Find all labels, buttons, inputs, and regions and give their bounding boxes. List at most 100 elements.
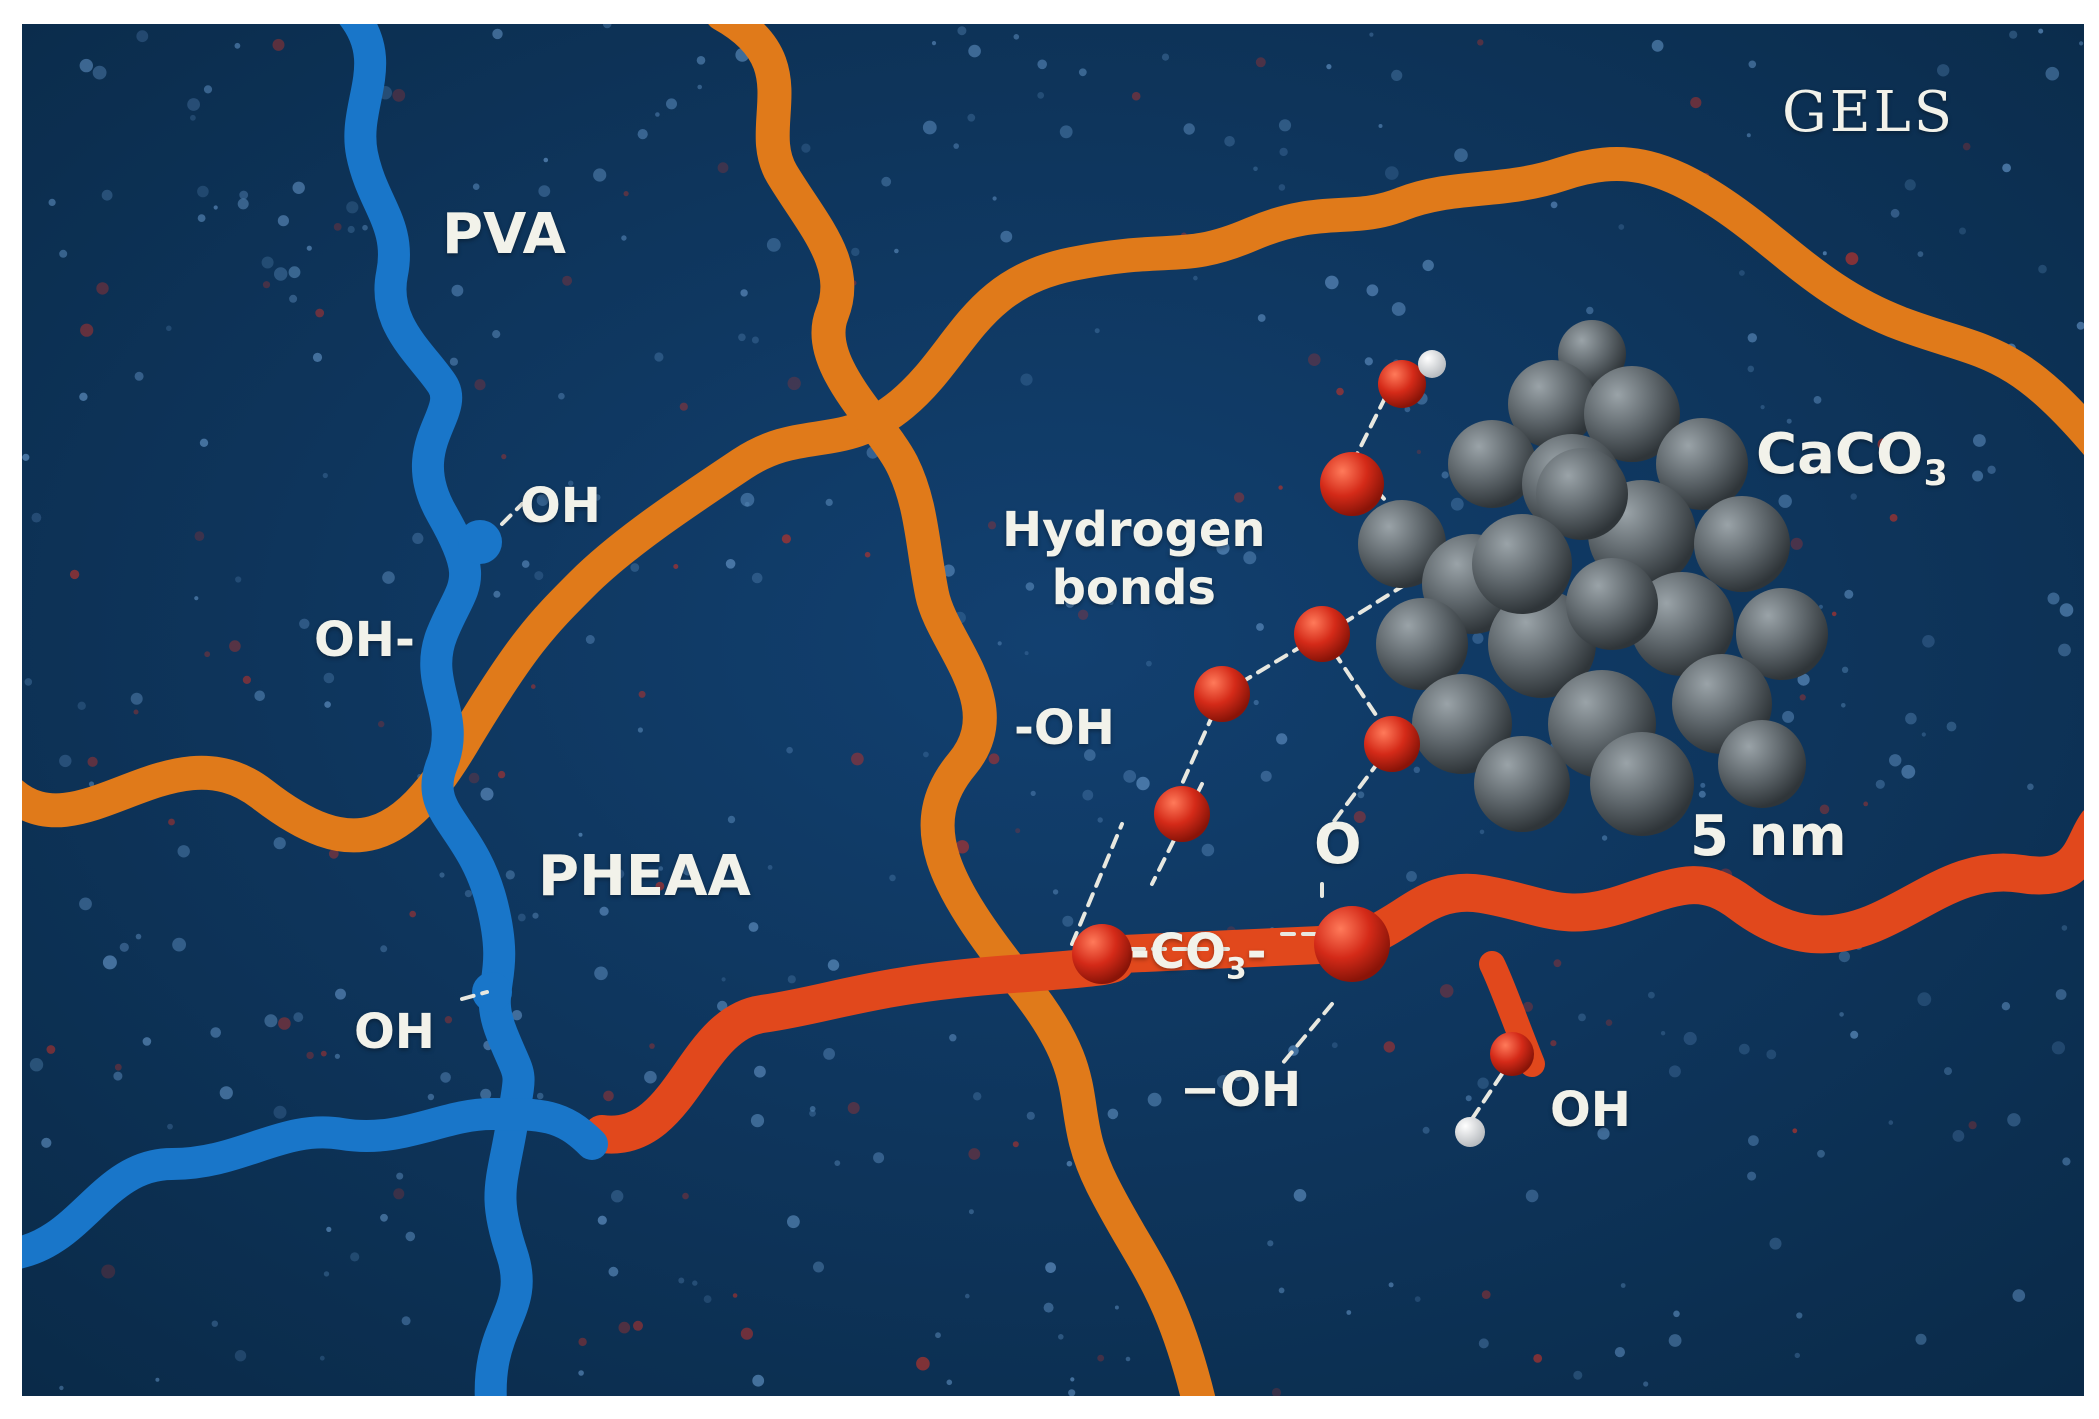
red-particle <box>1353 811 1366 823</box>
blue-particle <box>1700 782 1706 788</box>
blue-particle <box>1946 721 1957 732</box>
red-particle <box>333 223 342 231</box>
caco3-sphere <box>1566 558 1658 650</box>
blue-particle <box>1778 494 1792 508</box>
blue-particle <box>88 781 95 787</box>
oxygen-atom <box>1378 360 1426 408</box>
blue-particle <box>997 641 1002 646</box>
diagram-canvas <box>22 24 2084 1396</box>
blue-particle <box>2047 592 2060 605</box>
blue-particle <box>692 1280 698 1286</box>
blue-particle <box>786 746 793 754</box>
blue-particle <box>1573 1370 1583 1380</box>
blue-particle <box>2002 163 2011 173</box>
blue-particle <box>1107 1108 1119 1120</box>
blue-particle <box>380 1213 388 1222</box>
blue-particle <box>194 596 199 601</box>
caco3-sphere <box>1590 732 1694 836</box>
blue-particle <box>740 492 755 507</box>
blue-particle <box>597 1215 607 1225</box>
red-particle <box>1690 97 1702 109</box>
blue-particle <box>1746 133 1751 138</box>
blue-particle <box>464 890 472 898</box>
blue-particle <box>1477 1077 1489 1089</box>
solvent-particles <box>22 24 2084 1396</box>
caco3-nanoparticle <box>1358 320 1828 836</box>
blue-particle <box>1193 275 1198 281</box>
blue-particle <box>1917 251 1924 257</box>
pva-hydroxyl-lower: OH <box>354 1004 435 1060</box>
blue-particle <box>1020 373 1033 386</box>
blue-particle <box>2079 41 2084 46</box>
blue-particle <box>59 1385 64 1391</box>
blue-particle <box>946 1379 953 1386</box>
co3-group-label: -CO3- <box>1130 924 1267 986</box>
blue-particle <box>102 955 117 970</box>
blue-particle <box>678 1277 685 1284</box>
blue-particle <box>725 559 736 569</box>
blue-particle <box>211 1320 218 1327</box>
blue-particle <box>1331 1042 1338 1049</box>
red-particle <box>409 910 417 918</box>
caco3-sphere <box>1656 418 1748 510</box>
red-particle <box>787 376 801 391</box>
blue-particle <box>1738 1043 1750 1055</box>
caco3-sphere <box>1736 588 1828 680</box>
blue-particle <box>1216 1075 1231 1089</box>
blue-particle <box>1973 434 1986 447</box>
blue-particle <box>621 235 627 241</box>
red-particle <box>69 569 80 580</box>
scale-label: 5 nm <box>1690 804 1847 869</box>
blue-particle <box>1267 1240 1274 1247</box>
blue-particle <box>517 913 526 922</box>
red-particle <box>679 402 688 411</box>
blue-particle <box>602 24 612 29</box>
blue-particle <box>79 392 88 401</box>
blue-particle <box>1084 749 1096 761</box>
blue-particle <box>1668 1334 1682 1347</box>
blue-particle <box>24 678 33 686</box>
caco3-sphere <box>1718 720 1806 808</box>
red-particle <box>194 531 205 541</box>
blue-particle <box>1660 1031 1666 1036</box>
blue-particle <box>658 866 664 871</box>
red-particle <box>1550 1040 1557 1047</box>
blue-particle <box>1478 1338 1489 1349</box>
oxygen-atom <box>1154 786 1210 842</box>
blue-particle <box>1123 770 1137 783</box>
blue-particle <box>1921 732 1926 737</box>
caco3-subscript: 3 <box>1923 454 1948 495</box>
blue-particle <box>1748 60 1757 69</box>
blue-particle <box>213 205 218 210</box>
red-particle <box>278 1017 291 1030</box>
blue-particle <box>1601 835 1608 841</box>
red-particle <box>1278 485 1283 490</box>
blue-particle <box>277 215 289 227</box>
red-particle <box>987 521 997 530</box>
red-particle <box>717 162 729 174</box>
blue-particle <box>748 922 759 932</box>
blue-particle <box>1326 64 1332 70</box>
blue-particle <box>2045 66 2060 81</box>
blue-particle <box>197 214 206 223</box>
blue-particle <box>119 942 129 952</box>
red-particle <box>618 1321 631 1334</box>
blue-particle <box>696 56 706 65</box>
hydrogen-atom <box>1455 1117 1485 1147</box>
red-particle <box>262 281 271 289</box>
blue-particle <box>1952 1130 1965 1142</box>
caco3-base: CaCO <box>1756 422 1924 487</box>
blue-particle <box>614 869 625 879</box>
blue-particle <box>1293 1189 1307 1202</box>
blue-particle <box>1216 541 1230 555</box>
blue-particle <box>382 571 395 584</box>
blue-particle <box>1278 184 1286 191</box>
blue-particle <box>1673 1310 1680 1318</box>
blue-particle <box>1698 790 1706 798</box>
blue-particle <box>935 1332 941 1339</box>
red-particle <box>80 323 94 337</box>
blue-particle <box>538 185 551 198</box>
red-particle <box>603 1090 614 1102</box>
blue-particle <box>427 1093 435 1101</box>
oxygen-atom <box>1320 452 1384 516</box>
